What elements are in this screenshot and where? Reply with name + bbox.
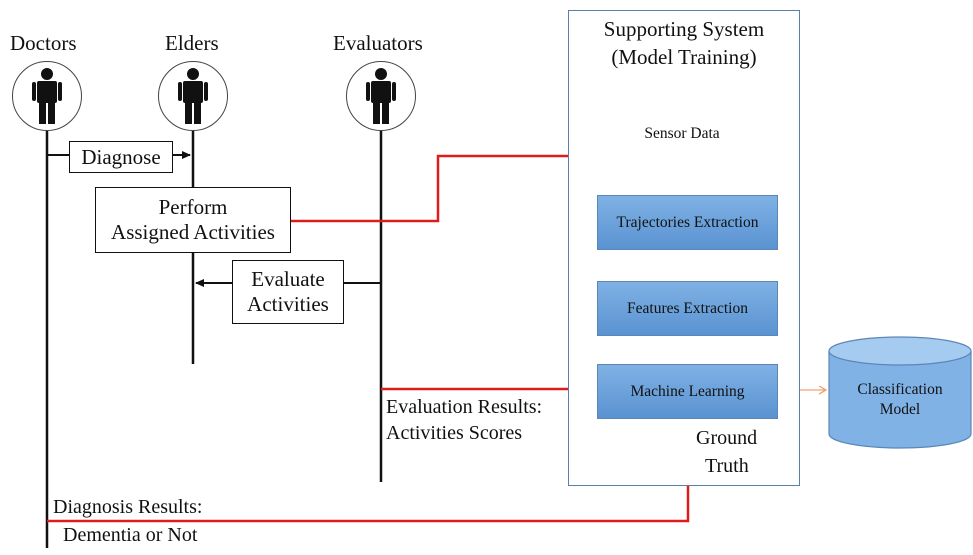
evaluation-results-label-line2: Activities Scores bbox=[386, 422, 523, 444]
perform-label-line2: Assigned Activities bbox=[111, 220, 275, 244]
evaluate-label-line2: Activities bbox=[247, 292, 329, 316]
system-title-line1: Supporting System bbox=[603, 17, 765, 41]
classification-model-cylinder bbox=[828, 336, 972, 449]
trajectories-extraction-step: Trajectories Extraction bbox=[597, 195, 778, 250]
classification-label-line2: Model bbox=[879, 401, 921, 418]
ground-truth-label-line2: Truth bbox=[705, 455, 749, 477]
actor-label-evaluators: Evaluators bbox=[333, 31, 423, 55]
evaluate-activities-message: Evaluate Activities bbox=[232, 260, 344, 324]
ground-truth-label-line1: Ground bbox=[696, 427, 758, 449]
classification-model-label: Classification Model bbox=[829, 380, 971, 420]
diagnose-message: Diagnose bbox=[69, 141, 173, 173]
features-extraction-step: Features Extraction bbox=[597, 281, 778, 336]
person-icon bbox=[177, 67, 208, 124]
doctors-avatar bbox=[12, 61, 82, 131]
evaluation-results-label-line1: Evaluation Results: bbox=[386, 396, 543, 418]
actor-label-elders: Elders bbox=[165, 31, 219, 55]
classification-label-line1: Classification bbox=[857, 381, 943, 398]
evaluate-label-line1: Evaluate bbox=[251, 267, 325, 291]
machine-learning-step: Machine Learning bbox=[597, 364, 778, 419]
perform-activities-message: Perform Assigned Activities bbox=[95, 187, 291, 253]
perform-to-sensor-arrow bbox=[290, 152, 595, 223]
diagnosis-results-label-line1: Diagnosis Results: bbox=[53, 496, 203, 518]
elders-avatar bbox=[158, 61, 228, 131]
system-title-line2: (Model Training) bbox=[611, 45, 757, 69]
actor-label-doctors: Doctors bbox=[10, 31, 77, 55]
person-icon bbox=[365, 67, 396, 124]
person-icon bbox=[31, 67, 62, 124]
sensor-data-label: Sensor Data bbox=[644, 125, 720, 142]
perform-label-line1: Perform bbox=[158, 195, 228, 219]
evaluators-avatar bbox=[346, 61, 416, 131]
diagnosis-results-label-line2: Dementia or Not bbox=[63, 524, 198, 546]
diagnose-label: Diagnose bbox=[81, 144, 161, 169]
